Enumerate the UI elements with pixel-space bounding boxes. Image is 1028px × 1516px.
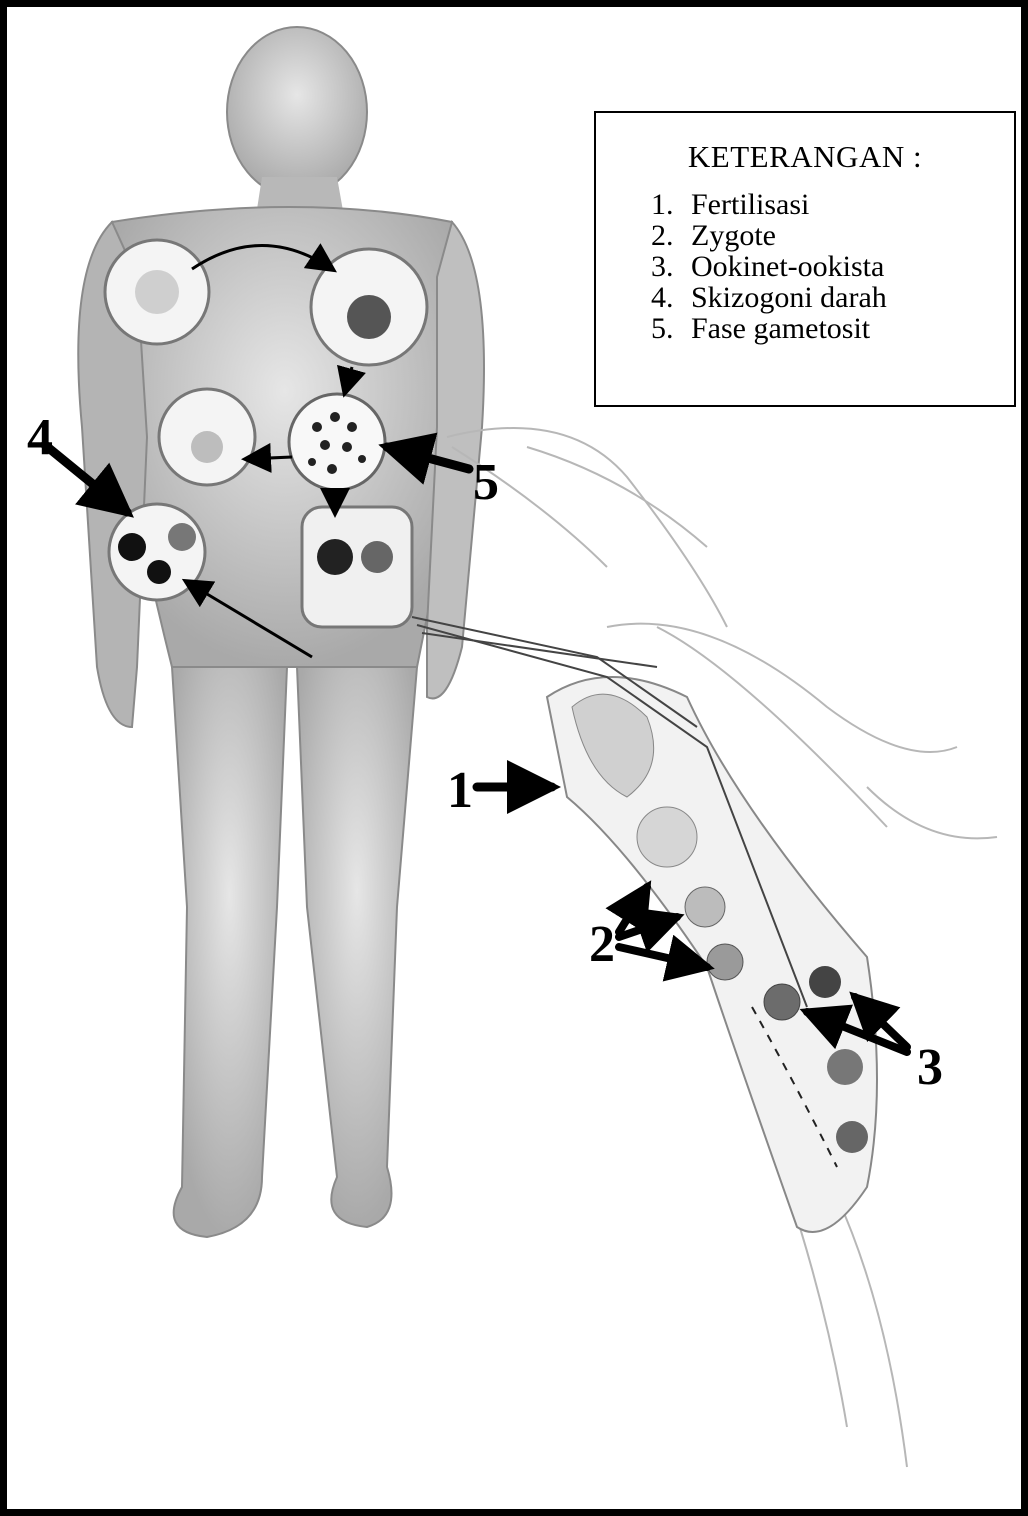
callout-number-2: 2 xyxy=(589,919,615,971)
legend-item-label: Ookinet-ookista xyxy=(691,250,884,283)
legend-item-number: 2. xyxy=(651,220,691,251)
callout-number-5: 5 xyxy=(473,457,499,509)
legend-item-label: Skizogoni darah xyxy=(691,281,887,314)
callout-number-4: 4 xyxy=(27,412,53,464)
human-figure xyxy=(78,27,484,1237)
legend-item-number: 5. xyxy=(651,313,691,344)
legend-item-label: Fase gametosit xyxy=(691,312,870,345)
legend-list: 1.Fertilisasi 2.Zygote 3.Ookinet-ookista… xyxy=(651,189,887,344)
legend-item: 4.Skizogoni darah xyxy=(651,282,887,313)
gametocyte-circle xyxy=(289,394,385,490)
legend-title: KETERANGAN : xyxy=(596,139,1014,175)
legend-box: KETERANGAN : 1.Fertilisasi 2.Zygote 3.Oo… xyxy=(594,111,1016,407)
legend-item: 1.Fertilisasi xyxy=(651,189,887,220)
legend-item-label: Fertilisasi xyxy=(691,188,809,221)
callout-number-1: 1 xyxy=(447,765,473,817)
legend-item-label: Zygote xyxy=(691,219,776,252)
legend-item-number: 4. xyxy=(651,282,691,313)
callout-arrow-2c xyxy=(619,947,707,967)
left-leg xyxy=(172,667,287,1237)
legend-item-number: 1. xyxy=(651,189,691,220)
legend-item: 2.Zygote xyxy=(651,220,887,251)
legend-item: 3.Ookinet-ookista xyxy=(651,251,887,282)
legend-item: 5.Fase gametosit xyxy=(651,313,887,344)
legend-item-number: 3. xyxy=(651,251,691,282)
callout-number-3: 3 xyxy=(917,1042,943,1094)
right-leg xyxy=(297,667,417,1227)
head xyxy=(227,27,367,197)
